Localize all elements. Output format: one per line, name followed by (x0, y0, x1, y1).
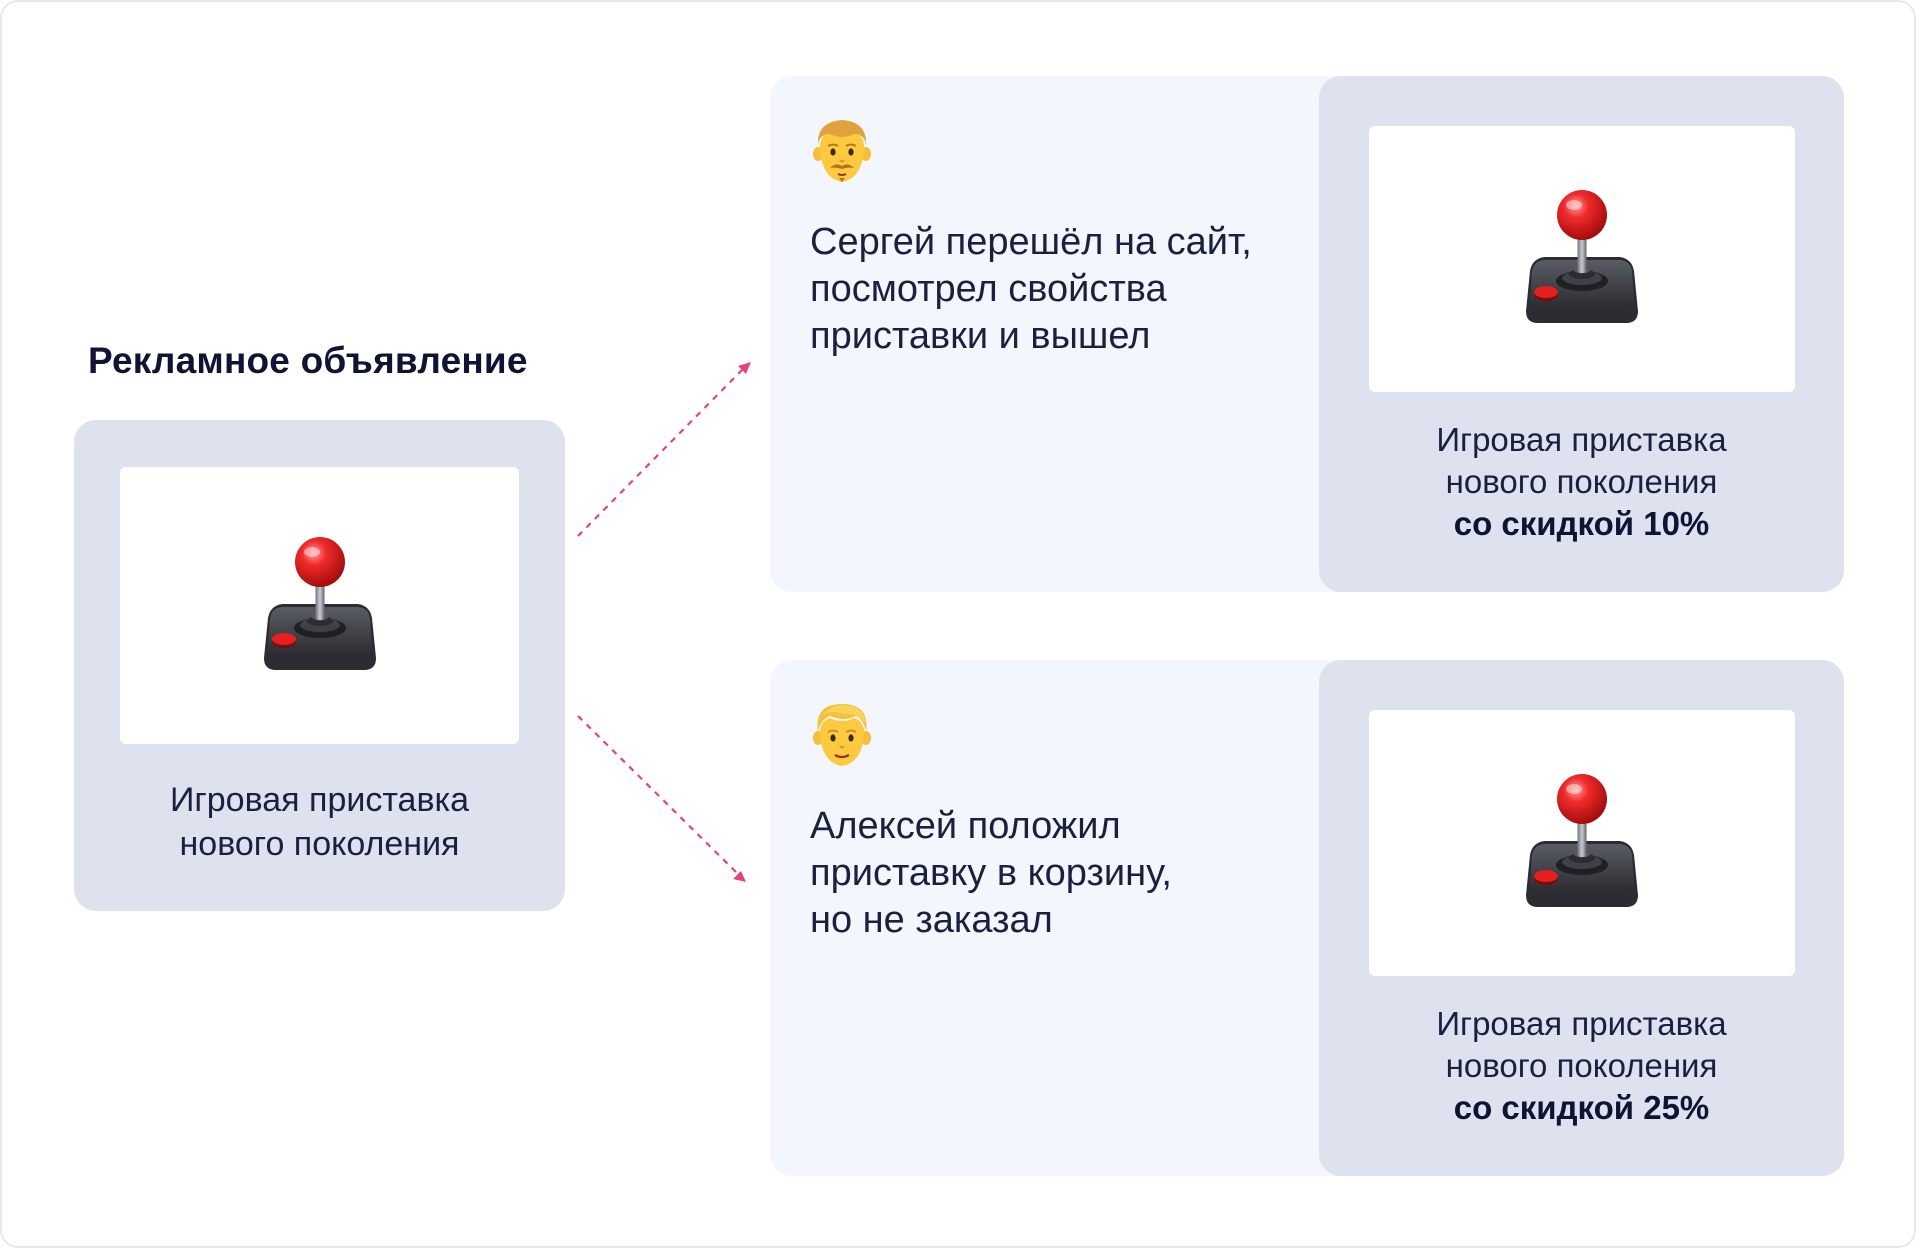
arrowhead-2 (733, 871, 746, 882)
desc-line: посмотрел свойства (810, 268, 1167, 310)
ad-image (120, 467, 519, 744)
ad-title: Рекламное объявление (88, 340, 528, 381)
arrow-to-scenario-1 (577, 367, 745, 537)
offer-line2: нового поколения (1445, 1047, 1718, 1084)
desc-line: Сергей перешёл на сайт, (810, 221, 1252, 263)
desc-line: приставки и вышел (810, 315, 1151, 357)
arrowhead-1 (738, 362, 751, 374)
ad-card: Игровая приставка нового поколения (74, 420, 565, 911)
joystick-icon (1522, 773, 1642, 913)
offer-image (1369, 710, 1795, 976)
man-face-mustache-icon (810, 116, 874, 188)
offer-card-10: Игровая приставка нового поколения со ск… (1319, 76, 1844, 592)
offer-discount: со скидкой 25% (1453, 1089, 1710, 1126)
ad-product-text: Игровая приставка нового поколения (74, 778, 565, 866)
offer-line1: Игровая приставка (1436, 421, 1727, 458)
offer-line2: нового поколения (1445, 463, 1718, 500)
blond-man-face-icon (810, 700, 874, 772)
offer-line1: Игровая приставка (1436, 1005, 1727, 1042)
scenario-card-aleksey: Алексей положил приставку в корзину, но … (770, 660, 1844, 1176)
ad-product-line1: Игровая приставка (169, 781, 470, 819)
offer-card-25: Игровая приставка нового поколения со ск… (1319, 660, 1844, 1176)
scenario-description: Алексей положил приставку в корзину, но … (810, 803, 1330, 944)
offer-image (1369, 126, 1795, 392)
desc-line: приставку в корзину, (810, 852, 1172, 894)
offer-discount: со скидкой 10% (1453, 505, 1710, 542)
offer-text: Игровая приставка нового поколения со ск… (1319, 419, 1844, 545)
desc-line: но не заказал (810, 899, 1053, 941)
joystick-icon (1522, 189, 1642, 329)
ad-product-line2: нового поколения (179, 825, 460, 863)
scenario-card-sergey: Сергей перешёл на сайт, посмотрел свойст… (770, 76, 1844, 592)
desc-line: Алексей положил (810, 805, 1121, 847)
offer-text: Игровая приставка нового поколения со ск… (1319, 1003, 1844, 1129)
arrow-to-scenario-2 (577, 715, 739, 875)
scenario-description: Сергей перешёл на сайт, посмотрел свойст… (810, 219, 1330, 360)
